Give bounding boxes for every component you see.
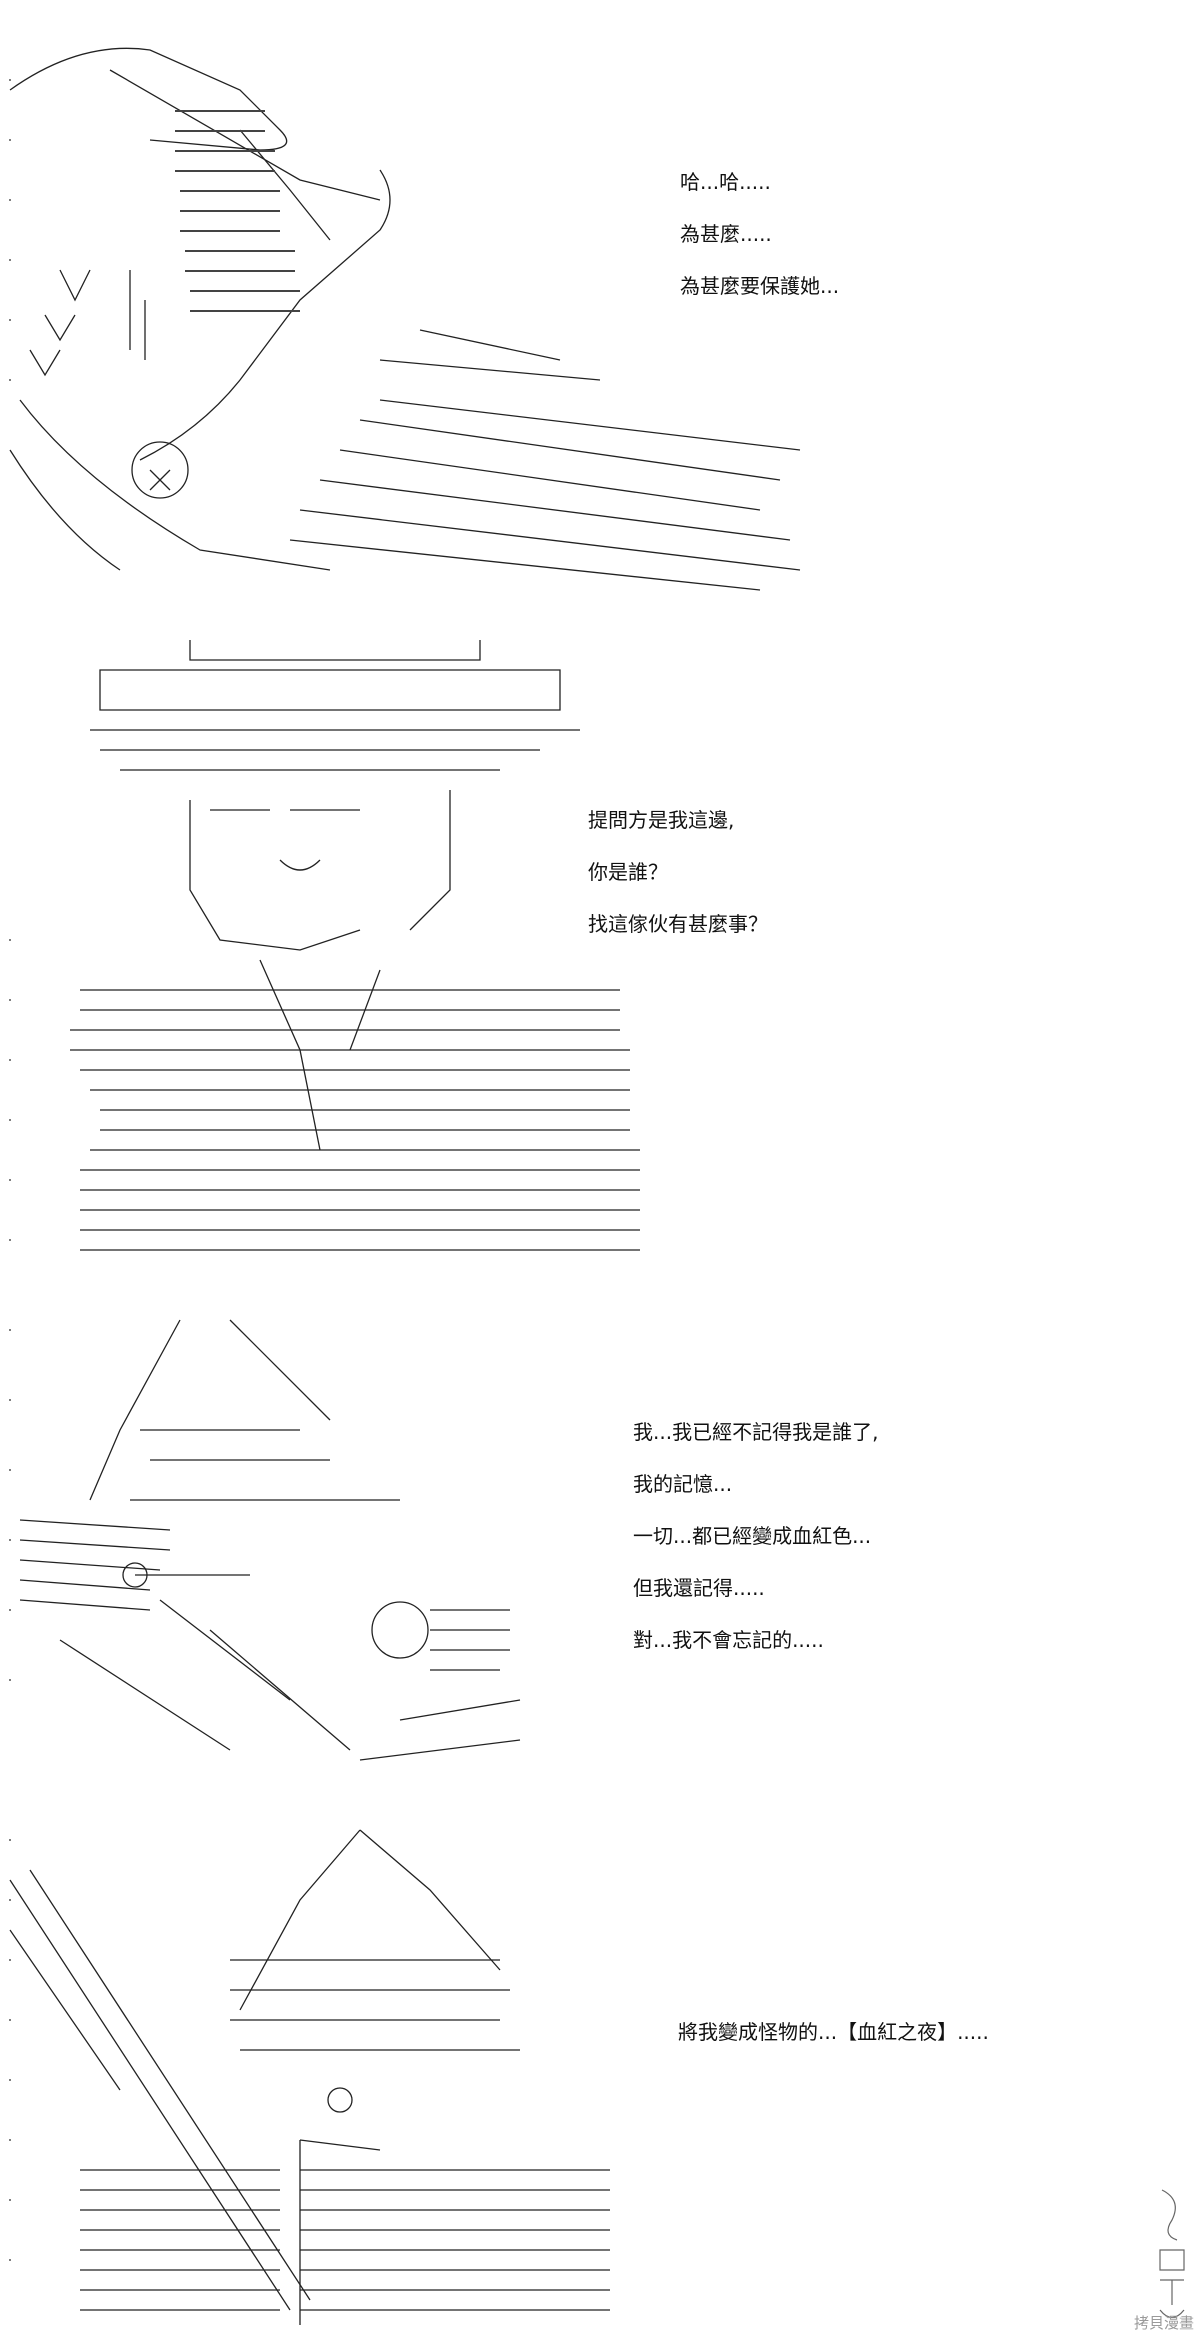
- dialogue-line: 找這傢伙有甚麼事？: [588, 912, 768, 936]
- panel-4-ascii-art: [0, 1810, 630, 2325]
- panel-3-dialogue: 我...我已經不記得我是誰了, 我的記憶... 一切...都已經變成血紅色...…: [633, 1414, 878, 1674]
- dialogue-line: 為甚麼.....: [680, 222, 772, 246]
- dialogue-line: 你是誰？: [588, 860, 668, 884]
- panel-2-dialogue: 提問方是我這邊, 你是誰？ 找這傢伙有甚麼事？: [588, 802, 768, 958]
- panel-2: 提問方是我這邊, 你是誰？ 找這傢伙有甚麼事？: [0, 620, 1200, 1280]
- dialogue-line: 但我還記得.....: [633, 1576, 765, 1600]
- panel-3: 我...我已經不記得我是誰了, 我的記憶... 一切...都已經變成血紅色...…: [0, 1290, 1200, 1790]
- panel-4: 將我變成怪物的...【血紅之夜】.....: [0, 1800, 1200, 2335]
- dialogue-line: 我...我已經不記得我是誰了,: [633, 1420, 879, 1444]
- dialogue-line: 哈...哈.....: [680, 170, 771, 194]
- watermark-logo: [1159, 2189, 1185, 2319]
- watermark-label: 拷貝漫畫: [1133, 2314, 1194, 2332]
- dialogue-line: 一切...都已經變成血紅色...: [633, 1524, 872, 1548]
- dialogue-line: 將我變成怪物的...【血紅之夜】.....: [678, 2020, 989, 2044]
- panel-2-ascii-art: [60, 630, 660, 1270]
- panel-1-ascii-art: [0, 30, 820, 600]
- dialogue-line: 為甚麼要保護她...: [680, 274, 840, 298]
- dialogue-line: 對...我不會忘記的.....: [633, 1628, 824, 1652]
- margin-dots: [9, 79, 11, 2261]
- panel-1: 哈...哈..... 為甚麼..... 為甚麼要保護她...: [0, 0, 1200, 600]
- panel-4-dialogue: 將我變成怪物的...【血紅之夜】.....: [678, 2014, 989, 2066]
- dialogue-line: 我的記憶...: [633, 1472, 733, 1496]
- dialogue-line: 提問方是我這邊,: [588, 808, 735, 832]
- panel-3-ascii-art: [0, 1300, 560, 1780]
- panel-1-dialogue: 哈...哈..... 為甚麼..... 為甚麼要保護她...: [680, 164, 839, 320]
